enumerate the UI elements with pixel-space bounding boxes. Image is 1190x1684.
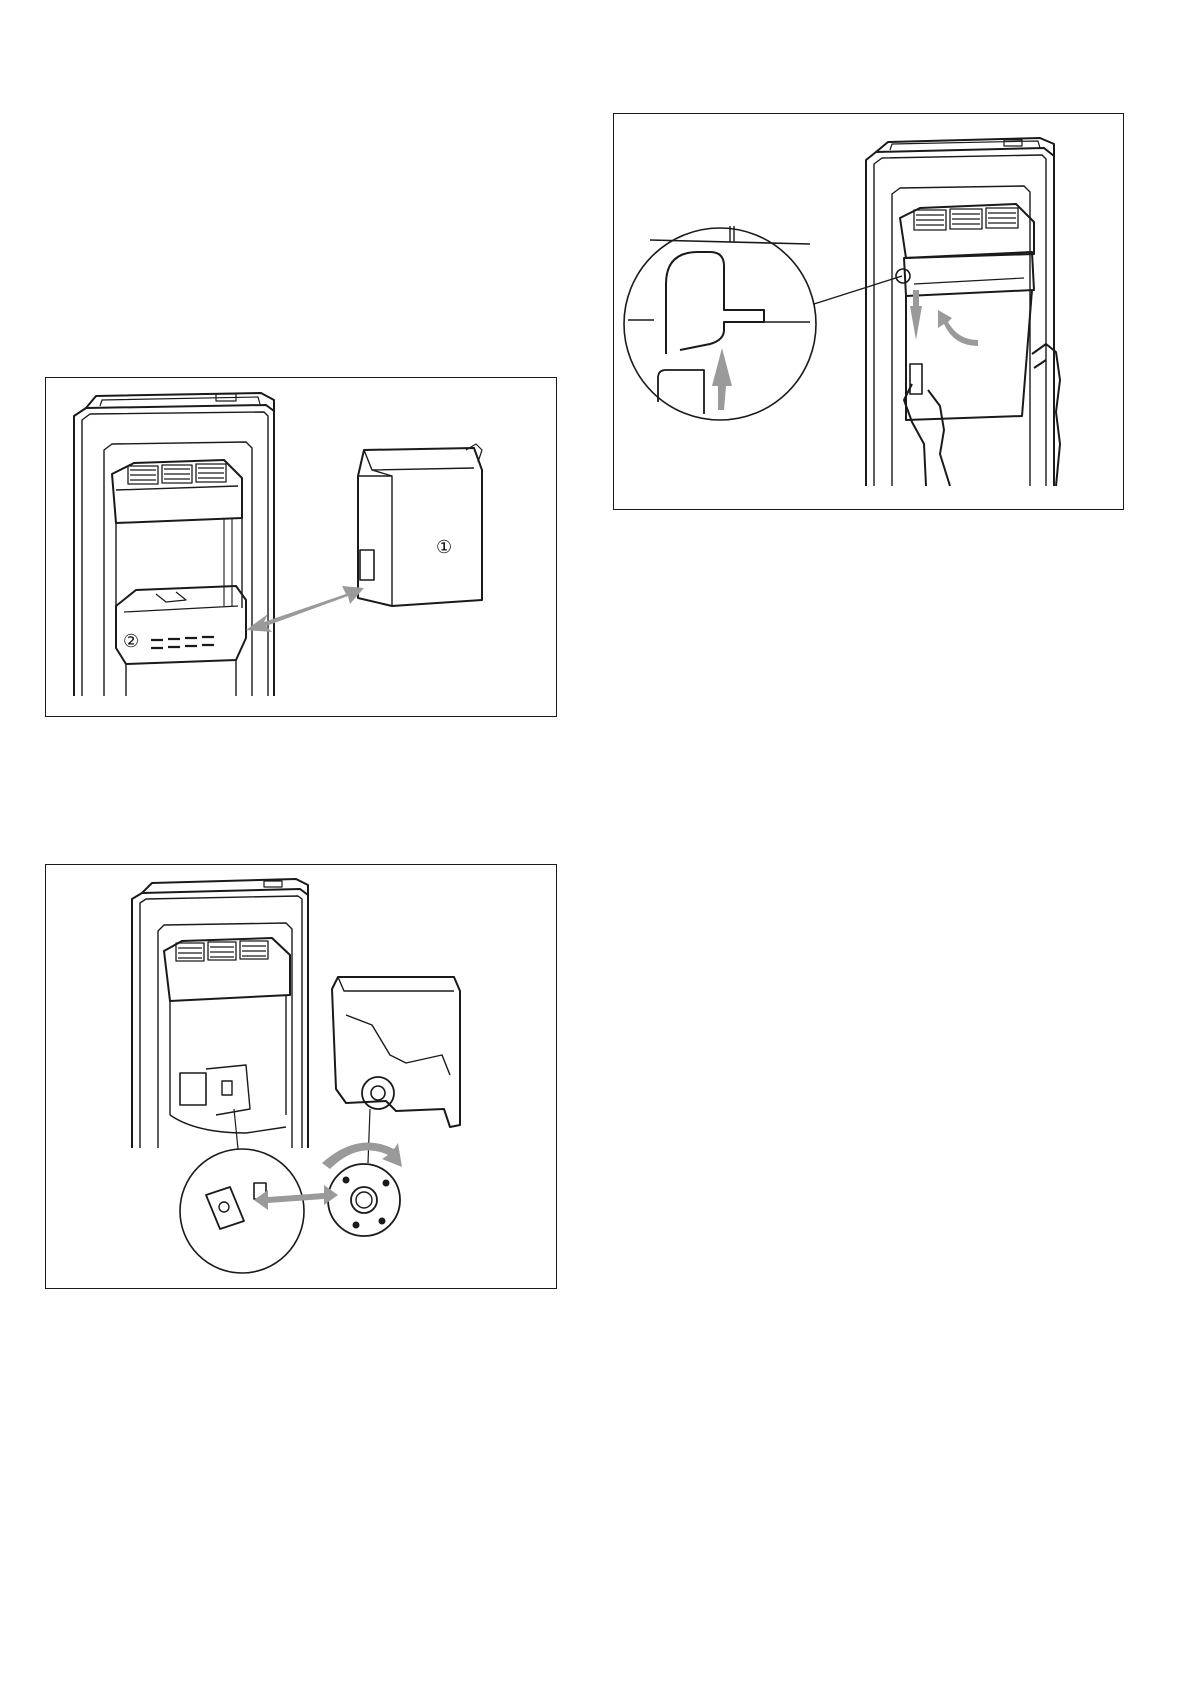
- ice-bucket-with-auger: [332, 977, 460, 1127]
- chute-housing: [116, 586, 246, 664]
- install-ice-bucket-illustration: [614, 114, 1123, 509]
- dispenser-vent: [900, 204, 1034, 258]
- double-arrow: [246, 586, 364, 632]
- ice-bucket: [904, 252, 1034, 296]
- ice-bucket-label: ①: [436, 537, 452, 558]
- motor-coupling-detail: [180, 1149, 304, 1273]
- remove-ice-bucket-illustration: ① ②: [46, 378, 556, 716]
- door-frame: [866, 148, 1054, 486]
- auger-coupling-wheel: [328, 1164, 400, 1236]
- align-drive-coupling-illustration: [46, 865, 556, 1288]
- figure-align-drive-coupling: [45, 864, 557, 1289]
- direction-arrows: [254, 1143, 402, 1210]
- chute-housing-label: ②: [123, 631, 139, 652]
- direction-arrows: [712, 290, 978, 410]
- figure-remove-ice-bucket: ① ②: [45, 377, 557, 717]
- left-hand: [904, 384, 950, 486]
- figure-install-ice-bucket: [613, 113, 1124, 510]
